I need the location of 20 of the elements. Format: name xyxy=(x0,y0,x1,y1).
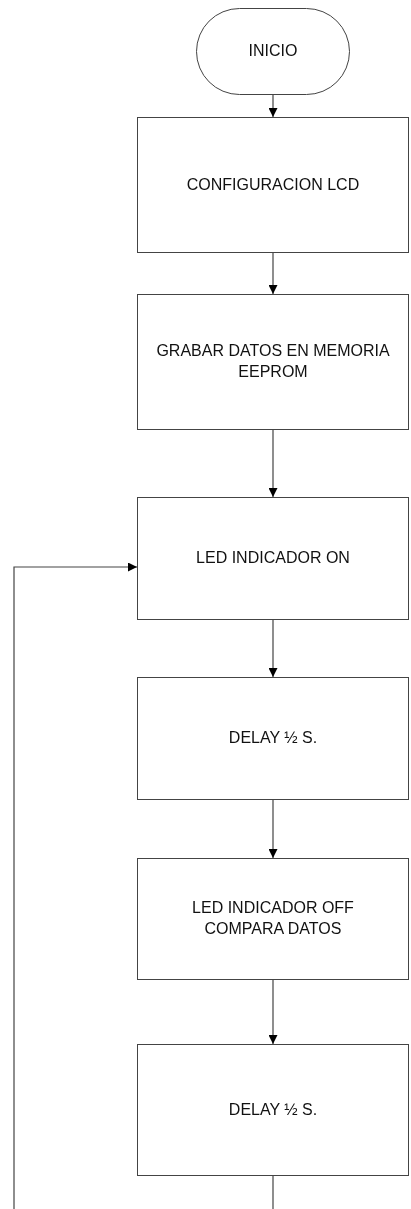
arrow xyxy=(13,562,138,1209)
node-label: CONFIGURACION LCD xyxy=(186,174,360,195)
arrow xyxy=(268,979,278,1045)
node-label: GRABAR DATOS EN MEMORIA EEPROM xyxy=(155,341,391,382)
arrow xyxy=(268,619,278,678)
arrow xyxy=(268,94,278,118)
process-box xyxy=(137,497,409,620)
node-label: LED INDICADOR OFF COMPARA DATOS xyxy=(191,898,355,939)
process-box xyxy=(137,1044,409,1176)
arrow xyxy=(268,429,278,498)
node-label: LED INDICADOR ON xyxy=(196,548,350,569)
process-box xyxy=(137,858,409,980)
node-label: DELAY ½ S. xyxy=(228,1099,318,1120)
node-label: INICIO xyxy=(248,41,298,62)
arrow xyxy=(268,799,278,859)
process-box xyxy=(137,677,409,800)
process-box xyxy=(137,294,409,430)
arrow xyxy=(268,252,278,295)
node-label: DELAY ½ S. xyxy=(228,728,318,749)
process-box xyxy=(137,117,409,253)
